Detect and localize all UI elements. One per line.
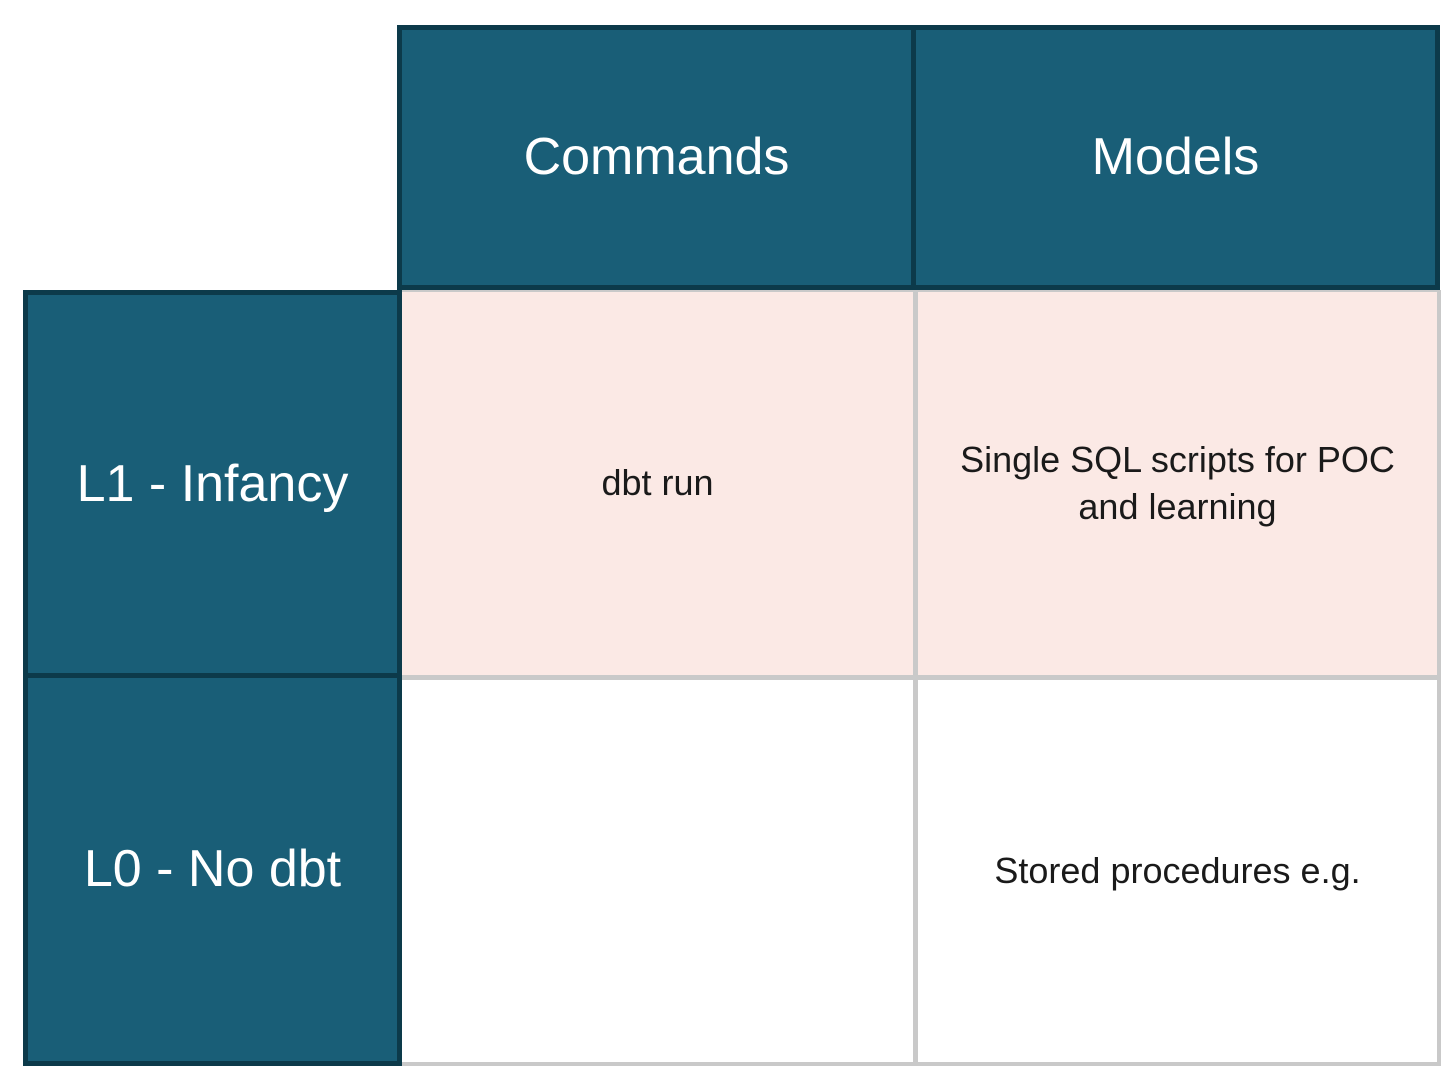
column-header-models: Models [916, 25, 1440, 290]
column-header-models-label: Models [1091, 128, 1260, 187]
row-header-l1-label: L1 - Infancy [76, 454, 349, 513]
cell-l0-commands [402, 680, 913, 1062]
cell-l1-commands: dbt run [402, 292, 913, 675]
table-body: dbt run Single SQL scripts for POC and l… [402, 290, 1441, 1066]
column-header-commands-label: Commands [523, 128, 790, 187]
cell-l1-commands-text: dbt run [601, 462, 714, 504]
cell-l0-models-text: Stored procedures e.g. [994, 849, 1361, 891]
cell-l1-models: Single SQL scripts for POC and learning [918, 292, 1437, 675]
row-header-l0-no-dbt: L0 - No dbt [23, 678, 402, 1066]
cell-l0-models: Stored procedures e.g. [918, 680, 1437, 1062]
row-header-l0-label: L0 - No dbt [83, 840, 342, 899]
column-header-commands: Commands [397, 25, 916, 290]
cell-l1-models-text: Single SQL scripts for POC and learning [960, 438, 1395, 527]
row-header-l1-infancy: L1 - Infancy [23, 290, 402, 678]
